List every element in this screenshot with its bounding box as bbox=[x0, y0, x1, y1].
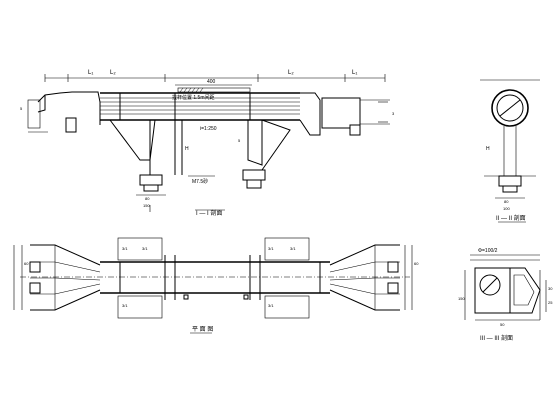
plan-title: 平 面 图 bbox=[192, 326, 213, 333]
plan-dim-right: 60 bbox=[414, 261, 419, 266]
section-3-dim-bottom: 50 bbox=[500, 322, 505, 327]
plan-dim-31-d: 3/1 bbox=[268, 246, 274, 251]
dim-left-vert: 5 bbox=[20, 106, 23, 111]
section-3-title: III — III 剖面 bbox=[480, 334, 513, 342]
section-2-dim-a: 80 bbox=[504, 199, 509, 204]
mortar-label: M7.5砂 bbox=[192, 178, 208, 185]
plan-dim-31-c: 3/1 bbox=[142, 246, 148, 251]
dim-span: 400 bbox=[207, 79, 216, 85]
dim-l1-left: L₁ bbox=[88, 70, 93, 76]
section-3-dim-left: 150 bbox=[458, 296, 465, 301]
dim-h-mid: H bbox=[185, 146, 189, 152]
dim-pier-left-b: 150 bbox=[143, 203, 150, 208]
section-2-title: II — II 剖面 bbox=[496, 214, 526, 222]
slope-label: i=1:250 bbox=[200, 126, 217, 132]
plan-dim-31-e: 3/1 bbox=[268, 303, 274, 308]
dim-right-end: 3 bbox=[392, 111, 395, 116]
plan-dim-31-f: 3/1 bbox=[290, 246, 296, 251]
section-2-dim-b: 100 bbox=[503, 206, 510, 211]
section-3-view: Φ=100/2 150 30 25 50 III — III 剖面 bbox=[458, 248, 553, 342]
section-3-dim-right-b: 25 bbox=[548, 300, 553, 305]
dim-pier-left: 80 bbox=[145, 196, 150, 201]
section-3-dim-right-a: 30 bbox=[548, 286, 553, 291]
tie-rod-note: 拉杆位置 1.5m间距 bbox=[172, 94, 215, 101]
dim-l2-right: L₂ bbox=[288, 70, 294, 76]
dim-l1-right: L₁ bbox=[352, 70, 357, 76]
dim-right-pier: 5 bbox=[238, 138, 241, 143]
plan-view: 60 3/1 3/1 3/1 3/1 3/1 3/1 bbox=[13, 237, 419, 334]
plan-dim-left: 60 bbox=[24, 261, 29, 266]
section-2-view: H 80 100 II — II 剖面 bbox=[480, 79, 540, 223]
dim-l2-left: L₂ bbox=[110, 70, 116, 76]
plan-dim-31-a: 3/1 bbox=[122, 246, 128, 251]
elevation-view: L₁ L₂ L₂ L₁ 400 拉杆位置 1.5m间距 5 bbox=[20, 70, 395, 217]
plan-dim-31-b: 3/1 bbox=[122, 303, 128, 308]
dim-h-right: H bbox=[486, 146, 490, 152]
section-1-title: I — I 剖面 bbox=[196, 209, 222, 217]
pipe-note: Φ=100/2 bbox=[478, 248, 498, 254]
